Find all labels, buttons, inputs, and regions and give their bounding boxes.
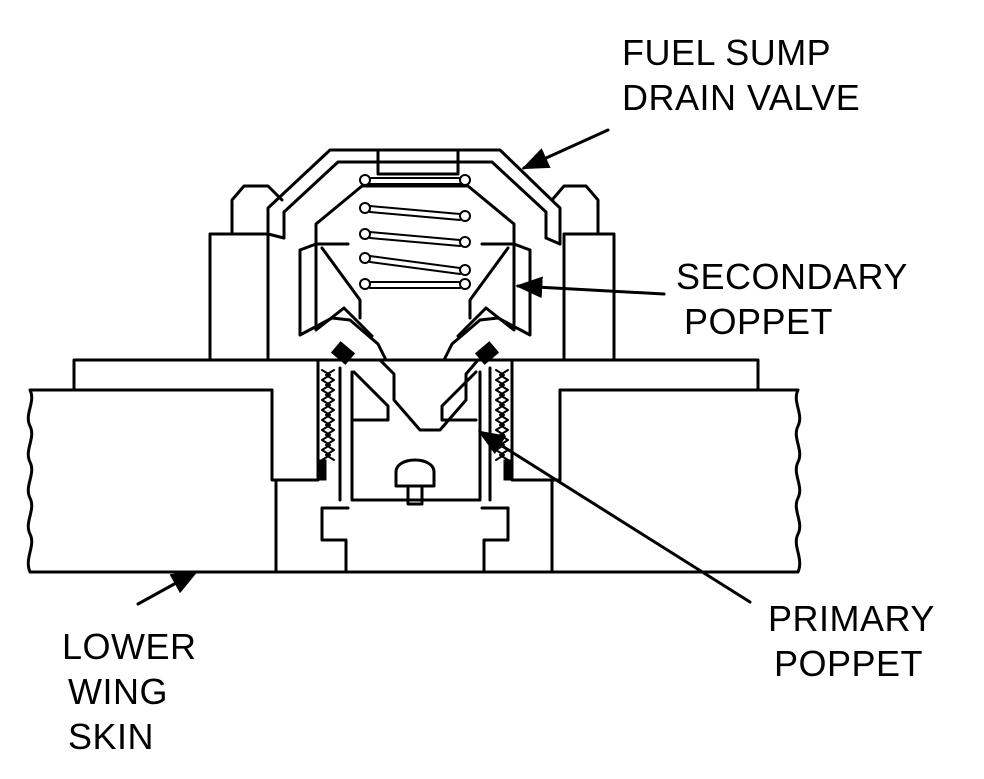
leader-lower-wing-skin <box>136 570 199 606</box>
leader-primary-poppet <box>477 430 752 604</box>
valve-cap <box>266 148 562 246</box>
valve-body-housing <box>270 358 562 574</box>
mounting-bosses <box>208 184 616 362</box>
label-line: DRAIN VALVE <box>622 77 861 118</box>
label-fuel-sump-drain-valve: FUEL SUMP DRAIN VALVE <box>622 30 860 120</box>
spring <box>359 174 471 290</box>
label-line: FUEL SUMP <box>622 32 832 73</box>
leader-secondary-poppet <box>515 276 666 299</box>
label-line: WING <box>68 671 168 712</box>
label-lower-wing-skin: LOWER WING SKIN <box>62 624 197 759</box>
o-ring-seal-left <box>330 341 356 365</box>
label-line: LOWER <box>62 626 197 667</box>
label-line: SECONDARY <box>676 256 908 297</box>
label-secondary-poppet: SECONDARY POPPET <box>676 254 908 344</box>
primary-poppet-shape <box>350 358 482 506</box>
o-ring-seal-right <box>474 341 500 365</box>
lower-seal-left <box>317 459 327 481</box>
mounting-flange <box>72 358 760 392</box>
leader-fuel-sump-drain-valve <box>521 128 610 170</box>
label-line: POPPET <box>774 643 924 684</box>
label-line: PRIMARY <box>768 598 935 639</box>
lower-seal-right <box>503 459 513 481</box>
label-line: SKIN <box>68 716 155 757</box>
label-primary-poppet: PRIMARY POPPET <box>768 596 935 686</box>
secondary-poppet-shape <box>298 242 532 362</box>
lower-wing-skin-panels <box>26 388 802 574</box>
threads-left <box>321 366 342 502</box>
label-line: POPPET <box>684 301 834 342</box>
